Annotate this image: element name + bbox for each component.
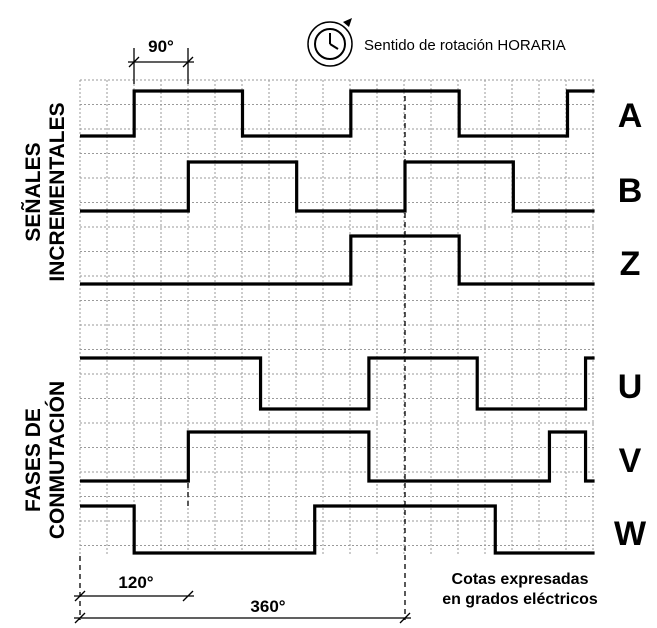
rotation-text: Sentido de rotación HORARIA	[364, 37, 566, 54]
signal-label-b: B	[618, 172, 643, 210]
commutation-label-line2: CONMUTACIÓN	[45, 381, 69, 539]
commutation-label-line1: FASES DE	[22, 408, 45, 512]
rotation-indicator: Sentido de rotación HORARIA	[307, 18, 566, 67]
period-dimension: 360°	[74, 597, 411, 624]
background-grid	[79, 79, 594, 556]
clockwise-clock-icon	[307, 18, 353, 67]
quadrature-label: 90°	[148, 37, 174, 56]
signal-label-w: W	[614, 515, 647, 553]
waveform-a	[80, 89, 595, 138]
phase-step-dimension: 120°	[74, 573, 194, 602]
commutation-group-label: FASES DE CONMUTACIÓN	[22, 381, 69, 539]
incremental-group-label: SEÑALES INCREMENTALES	[22, 102, 69, 281]
signal-label-a: A	[618, 97, 643, 135]
waveform-v	[80, 430, 595, 483]
waveform-z	[80, 234, 595, 286]
incremental-label-line2: INCREMENTALES	[46, 102, 69, 281]
waveform-w	[80, 504, 595, 555]
units-note-line2: en grados eléctricos	[442, 591, 598, 608]
signal-label-v: V	[619, 442, 642, 480]
waveform-u	[80, 356, 595, 411]
phase-step-label: 120°	[118, 573, 153, 592]
period-label: 360°	[250, 597, 285, 616]
incremental-label-line1: SEÑALES	[22, 142, 45, 241]
signal-label-z: Z	[620, 245, 641, 283]
quadrature-dimension: 90°	[128, 37, 194, 84]
signal-label-u: U	[618, 368, 643, 406]
signal-labels: ABZ UVW	[614, 97, 647, 553]
units-note-line1: Cotas expresadas	[452, 571, 589, 588]
waveform-b	[80, 160, 595, 213]
waveforms	[80, 89, 595, 555]
